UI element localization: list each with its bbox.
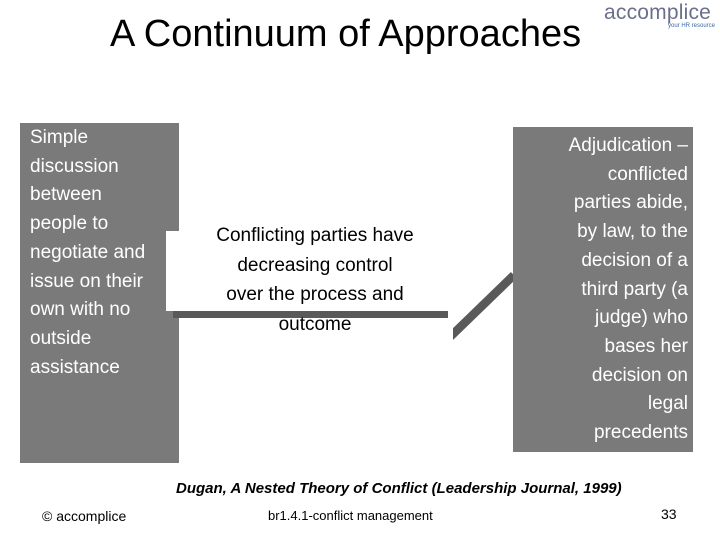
left-approach-text: Simple discussion between people to nego… [30, 127, 146, 378]
continuum-arrow [166, 209, 517, 340]
copyright-footer: © accomplice [42, 508, 127, 524]
logo-tagline: your HR resource [668, 23, 716, 29]
left-approach-box [20, 123, 179, 463]
right-approach-box [513, 127, 693, 452]
arrow-label: Conflicting parties have decreasing cont… [216, 225, 414, 335]
page-number: 33 [661, 506, 677, 522]
right-approach-text: Adjudication – conflicted parties abide,… [568, 135, 688, 444]
arrow-body [166, 209, 512, 333]
footer-file-label: br1.4.1-conflict management [268, 508, 433, 523]
accomplice-logo: accomplice your HR resource [604, 1, 716, 42]
slide-title: A Continuum of Approaches [110, 13, 582, 55]
logo-wordmark: accomplice [604, 1, 712, 24]
citation: Dugan, A Nested Theory of Conflict (Lead… [176, 480, 622, 497]
